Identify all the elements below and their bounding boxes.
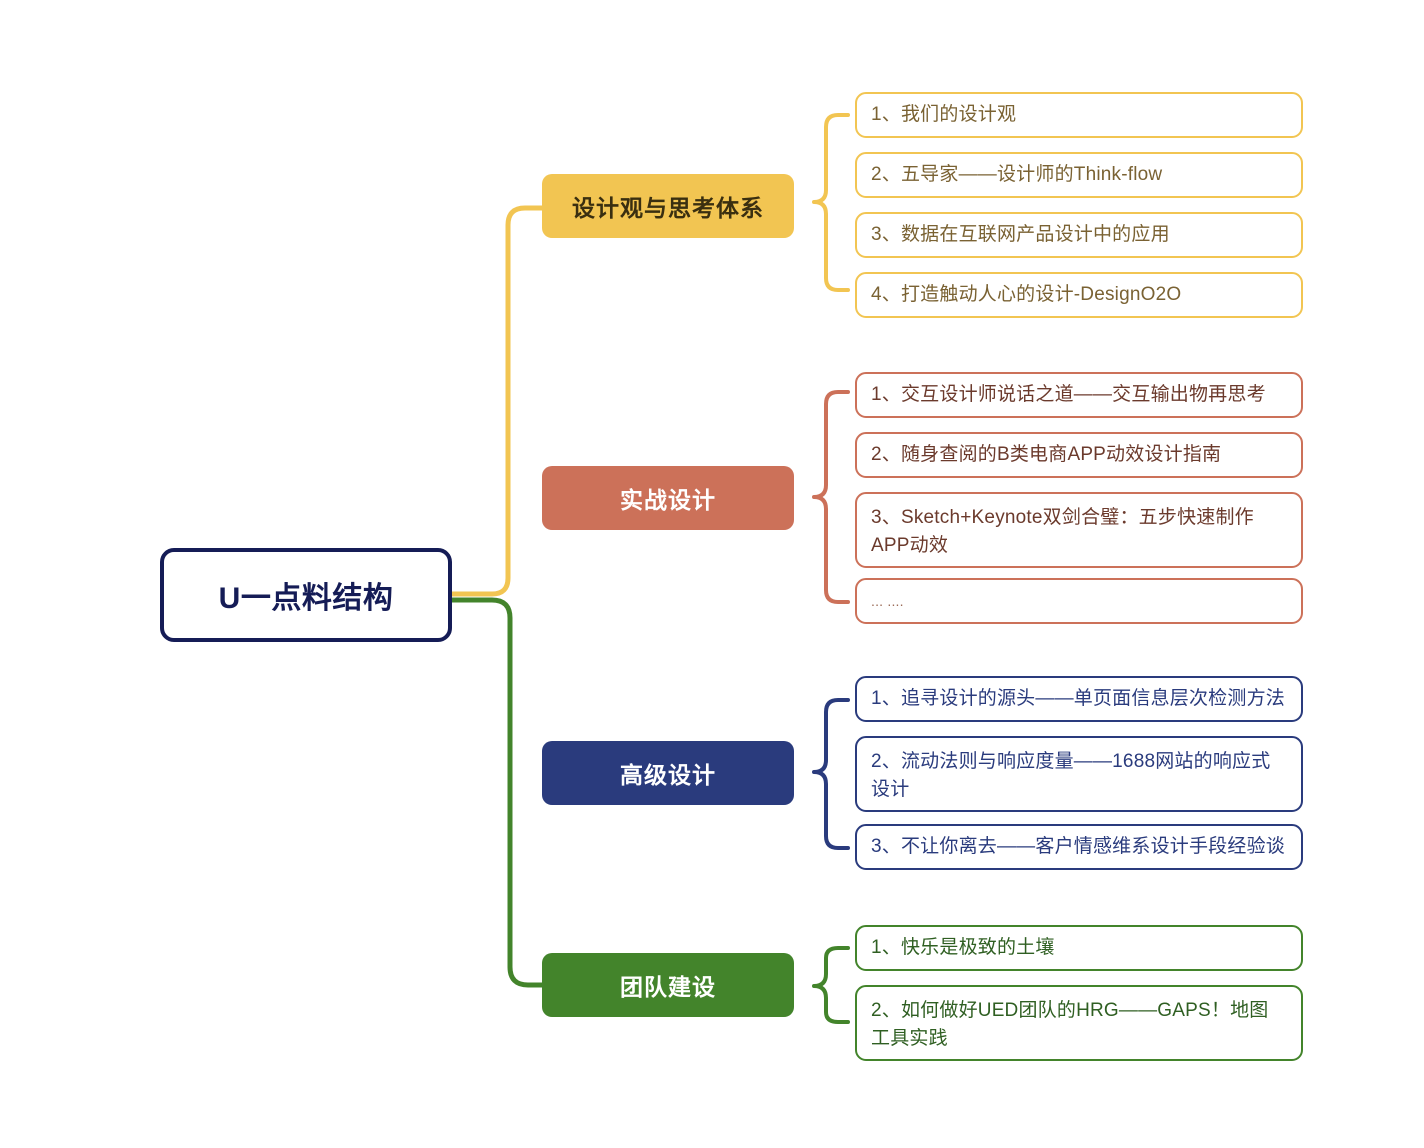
leaf-item[interactable]: 2、流动法则与响应度量——1688网站的响应式设计 <box>855 736 1303 812</box>
leaf-item[interactable]: 1、快乐是极致的土壤 <box>855 925 1303 971</box>
brace-branch-2 <box>812 390 850 604</box>
brace-branch-1 <box>812 113 850 292</box>
connector-root-to-branch-4 <box>449 597 548 988</box>
leaf-item[interactable]: 3、数据在互联网产品设计中的应用 <box>855 212 1303 258</box>
leaf-item[interactable]: 4、打造触动人心的设计-DesignO2O <box>855 272 1303 318</box>
connector-root-to-branch-1 <box>449 205 545 597</box>
branch-node-team-building[interactable]: 团队建设 <box>542 953 794 1017</box>
leaf-item[interactable]: 2、随身查阅的B类电商APP动效设计指南 <box>855 432 1303 478</box>
leaf-item[interactable]: 1、我们的设计观 <box>855 92 1303 138</box>
brace-branch-3 <box>812 698 850 850</box>
leaf-item[interactable]: 2、五导家——设计师的Think-flow <box>855 152 1303 198</box>
root-node[interactable]: U一点料结构 <box>160 548 452 642</box>
leaf-item-ellipsis[interactable]: ... .... <box>855 578 1303 624</box>
branch-node-design-philosophy[interactable]: 设计观与思考体系 <box>542 174 794 238</box>
leaf-item[interactable]: 1、追寻设计的源头——单页面信息层次检测方法 <box>855 676 1303 722</box>
leaf-item[interactable]: 1、交互设计师说话之道——交互输出物再思考 <box>855 372 1303 418</box>
brace-branch-4 <box>812 946 850 1024</box>
branch-node-practical-design[interactable]: 实战设计 <box>542 466 794 530</box>
leaf-item[interactable]: 3、Sketch+Keynote双剑合璧：五步快速制作APP动效 <box>855 492 1303 568</box>
branch-node-advanced-design[interactable]: 高级设计 <box>542 741 794 805</box>
leaf-item[interactable]: 3、不让你离去——客户情感维系设计手段经验谈 <box>855 824 1303 870</box>
leaf-item[interactable]: 2、如何做好UED团队的HRG——GAPS！地图工具实践 <box>855 985 1303 1061</box>
